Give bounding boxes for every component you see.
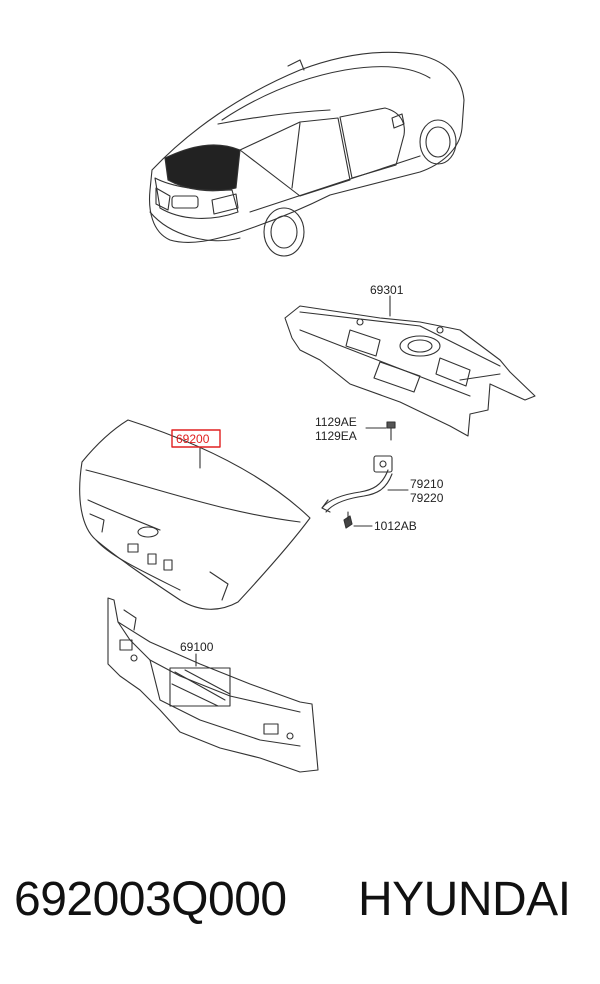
callout-79220: 79220 [410, 491, 444, 505]
back-panel [107, 597, 319, 773]
callout-highlight-box [171, 429, 221, 448]
callout-79210: 79210 [410, 477, 444, 491]
bolt-part [386, 421, 396, 441]
package-tray-panel [284, 305, 536, 437]
callout-69100: 69100 [180, 640, 214, 654]
footer-caption: 692003Q000 HYUNDAI [0, 872, 600, 952]
callout-1129ae: 1129AE [315, 415, 357, 429]
car-illustration [148, 51, 465, 257]
trunk-lid [79, 419, 311, 610]
hinge-part [321, 455, 393, 513]
callout-69200: 69200 [176, 432, 210, 446]
brand-name: HYUNDAI [358, 873, 571, 926]
part-number: 692003Q000 [14, 873, 287, 926]
nut-part [343, 511, 353, 529]
callout-1012ab: 1012AB [374, 519, 417, 533]
callout-1129ea: 1129EA [315, 429, 357, 443]
callout-69301: 69301 [370, 283, 404, 297]
